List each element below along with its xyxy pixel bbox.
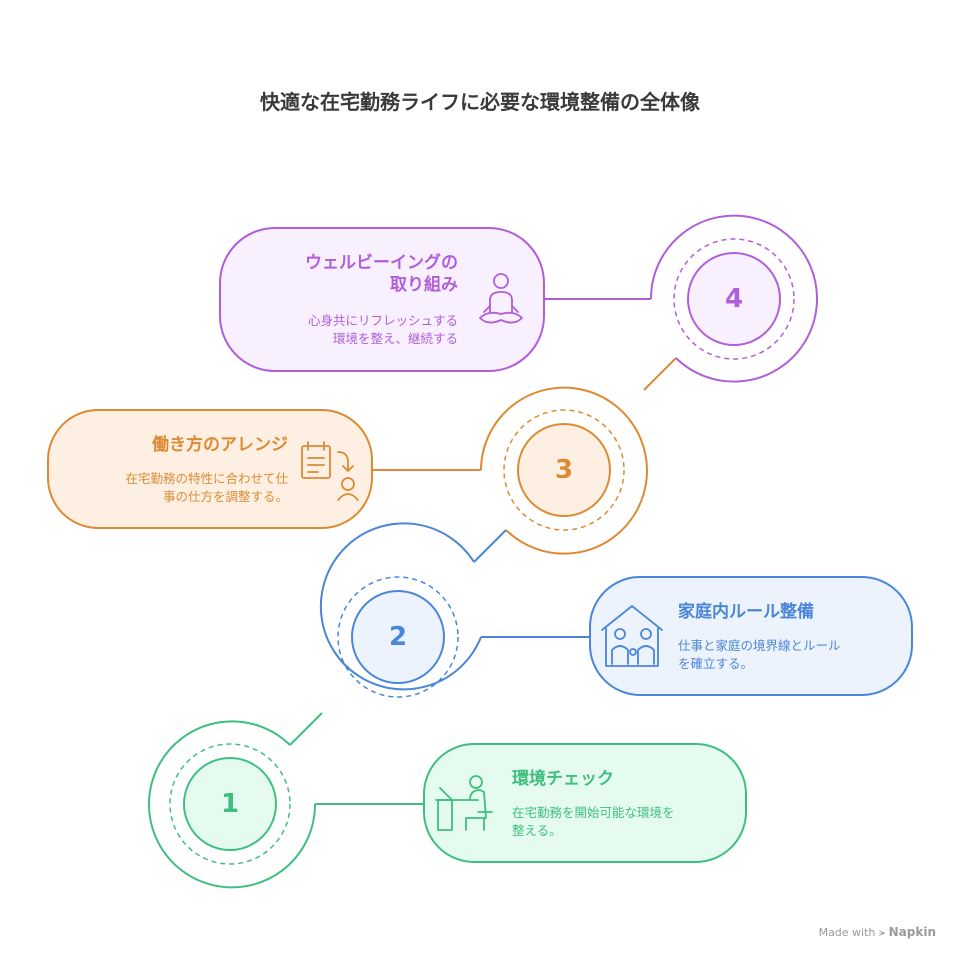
step-4-outer-ring bbox=[649, 214, 818, 383]
step-1-description-line: 在宅勤務を開始可能な環境を bbox=[512, 805, 675, 820]
step-3-title: 働き方のアレンジ bbox=[152, 435, 288, 455]
footer-brand: Napkin bbox=[888, 925, 936, 939]
step-4-description-line: 心身共にリフレッシュする bbox=[307, 313, 458, 328]
page-title: 快適な在宅勤務ライフに必要な環境整備の全体像 bbox=[260, 90, 700, 114]
step-2-description-line: を確立する。 bbox=[678, 656, 754, 671]
step-3-description-line: 事の仕方を調整する。 bbox=[162, 489, 288, 504]
step-4-title-line: 取り組み bbox=[390, 275, 458, 295]
step-1-outer-ring bbox=[148, 720, 317, 889]
step-1-description: 在宅勤務を開始可能な環境を 整える。 bbox=[512, 804, 675, 840]
step-3-dashed-ring bbox=[503, 409, 625, 531]
step-2-inner-circle bbox=[351, 590, 445, 684]
step-3-outer-ring bbox=[480, 386, 648, 555]
step-4-description: 心身共にリフレッシュする 環境を整え、継続する bbox=[308, 312, 458, 348]
footer-credit[interactable]: Made with ⪫ Napkin bbox=[819, 925, 936, 940]
meditation-icon bbox=[479, 273, 523, 324]
step-4-title: ウェルビーイングの 取り組み bbox=[305, 252, 458, 296]
step-4-dashed-ring bbox=[673, 238, 795, 360]
step-4-card bbox=[219, 227, 545, 372]
step-1-dashed-ring bbox=[169, 743, 291, 865]
step-4-description-line: 環境を整え、継続する bbox=[332, 331, 458, 346]
connector-3-4 bbox=[643, 357, 677, 391]
step-4-number: 4 bbox=[724, 284, 744, 314]
step-2-card bbox=[589, 576, 913, 696]
step-4-inner-circle bbox=[687, 252, 781, 346]
step-2-group bbox=[319, 522, 913, 698]
step-1-card bbox=[423, 743, 747, 863]
step-3-group bbox=[47, 386, 648, 555]
step-3-description: 在宅勤務の特性に合わせて仕 事の仕方を調整する。 bbox=[125, 470, 288, 506]
step-1-inner-circle bbox=[183, 757, 277, 851]
napkin-logo-icon: ⪫ bbox=[878, 926, 886, 939]
step-3-description-line: 在宅勤務の特性に合わせて仕 bbox=[125, 471, 288, 486]
desk-worker-icon bbox=[435, 775, 493, 831]
step-3-number: 3 bbox=[554, 455, 574, 485]
step-2-dashed-ring bbox=[337, 576, 459, 698]
footer-prefix: Made with bbox=[818, 926, 876, 939]
step-1-title: 環境チェック bbox=[512, 769, 614, 789]
connector-1-2 bbox=[289, 712, 323, 746]
step-2-title: 家庭内ルール整備 bbox=[678, 602, 814, 622]
step-4-title-line: ウェルビーイングの bbox=[305, 253, 458, 273]
step-2-description-line: 仕事と家庭の境界線とルール bbox=[678, 638, 841, 653]
schedule-adjust-icon bbox=[301, 441, 359, 501]
connector-2-3 bbox=[473, 529, 507, 563]
step-3-card bbox=[47, 409, 373, 529]
step-2-outer-ring bbox=[319, 522, 482, 691]
step-1-description-line: 整える。 bbox=[512, 823, 562, 838]
step-2-number: 2 bbox=[388, 622, 408, 652]
step-3-inner-circle bbox=[517, 423, 611, 517]
family-house-icon bbox=[601, 605, 663, 667]
step-1-group bbox=[148, 720, 747, 889]
step-4-group bbox=[219, 214, 818, 383]
step-1-number: 1 bbox=[220, 789, 240, 819]
step-2-description: 仕事と家庭の境界線とルール を確立する。 bbox=[678, 637, 841, 673]
